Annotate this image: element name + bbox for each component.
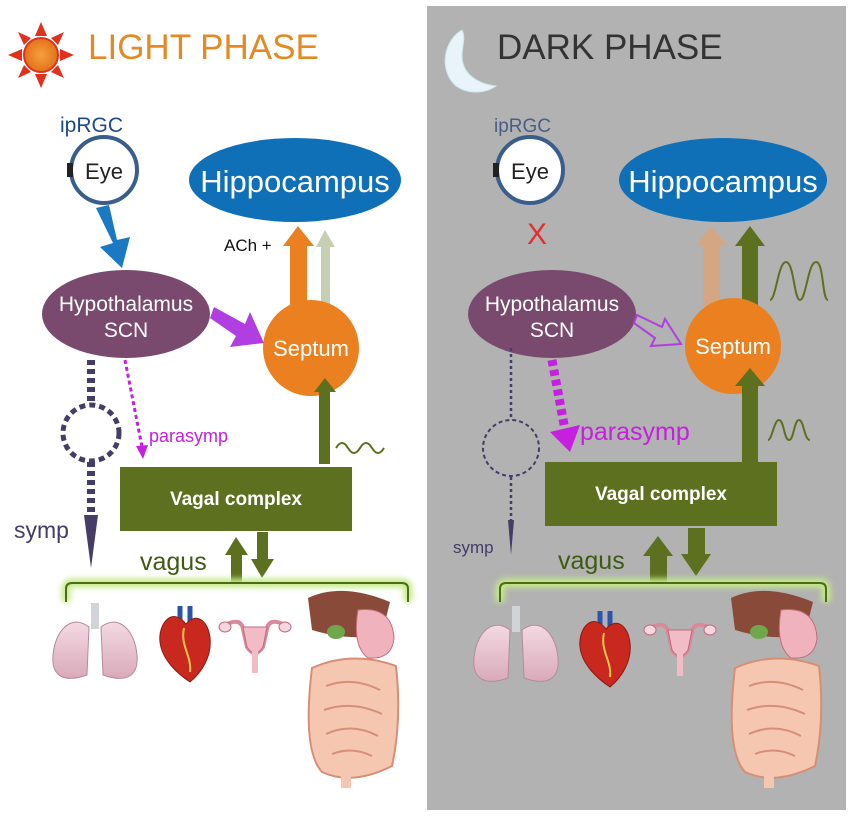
dark-hypothalamus-label: Hypothalamus	[485, 293, 619, 316]
heart-icon	[159, 606, 211, 683]
light-septum-to-hippocampus-arrow	[283, 226, 314, 310]
light-eye-icon	[67, 135, 139, 205]
dark-vagus-down-arrow	[681, 528, 711, 576]
dark-theta-arrow	[735, 226, 765, 307]
light-septum-label: Septum	[273, 336, 349, 361]
light-vagal-complex-node	[120, 467, 352, 531]
dark-vagal-complex-label: Vagal complex	[595, 484, 727, 505]
dark-septum-to-hippocampus-faint-arrow	[696, 226, 727, 307]
digestive-system-icon	[730, 590, 823, 788]
light-vagal-to-septum-arrow	[314, 378, 336, 464]
dark-hippocampus-node	[619, 138, 827, 222]
light-sympathetic-pathway	[60, 360, 122, 568]
light-iprgc-label: ipRGC	[60, 114, 123, 137]
light-parasymp-label: parasymp	[149, 426, 228, 446]
dark-vagus-label: vagus	[558, 547, 625, 575]
dark-vagal-to-septum-arrow	[735, 368, 765, 464]
dark-parasympathetic-pathway	[547, 359, 580, 452]
moon-icon	[444, 29, 498, 93]
light-septum-node	[263, 300, 359, 396]
dark-symp-label: symp	[453, 538, 494, 557]
uterus-icon	[218, 619, 292, 673]
light-parasympathetic-pathway	[123, 359, 148, 459]
dark-phase-title: DARK PHASE	[497, 28, 723, 67]
digestive-system-icon	[307, 590, 400, 788]
dark-eye-icon	[493, 135, 565, 205]
light-phase-title: LIGHT PHASE	[88, 28, 319, 67]
sun-icon	[8, 22, 74, 88]
dark-theta-wave-large	[769, 260, 829, 302]
dark-septum-label: Septum	[695, 334, 771, 359]
light-ach-label: ACh +	[224, 236, 272, 255]
dark-vagal-complex-node	[545, 462, 777, 526]
dark-light-blocked-mark: X	[527, 218, 547, 251]
light-symp-label: symp	[14, 517, 69, 543]
dark-scn-to-septum-hollow-arrow	[632, 313, 683, 348]
light-phase-panel: LIGHT PHASE ipRGC Eye Hippocampus ACh + …	[8, 22, 413, 788]
light-hippocampus-node	[189, 138, 401, 222]
dark-parasymp-label: parasymp	[580, 418, 690, 446]
dark-theta-wave-medium	[767, 418, 811, 442]
dark-eye-label: Eye	[511, 159, 549, 184]
light-hypothalamus-node	[42, 270, 210, 358]
light-scn-to-septum-arrow	[210, 307, 264, 347]
light-eye-label: Eye	[85, 159, 123, 184]
lungs-icon	[473, 606, 559, 682]
dark-hippocampus-label: Hippocampus	[628, 164, 818, 199]
light-eye-to-scn-arrow	[96, 205, 130, 268]
light-vagus-down-arrow	[251, 532, 274, 578]
dark-septum-node	[685, 298, 781, 394]
dark-hypothalamus-node	[468, 270, 636, 358]
dark-iprgc-label: ipRGC	[494, 116, 551, 137]
light-theta-faint-arrow	[316, 230, 335, 310]
light-vagal-complex-label: Vagal complex	[170, 489, 302, 510]
light-vagus-up-arrow	[225, 537, 248, 582]
uterus-icon	[643, 622, 717, 676]
dark-organ-bracket	[499, 582, 827, 602]
light-hypothalamus-label: Hypothalamus	[59, 293, 193, 316]
light-vagus-label: vagus	[140, 548, 207, 576]
dark-sympathetic-pathway	[482, 348, 540, 555]
heart-icon	[579, 611, 631, 688]
dark-vagus-up-arrow	[643, 536, 673, 582]
lungs-icon	[52, 603, 138, 679]
light-organ-bracket	[65, 582, 409, 602]
light-theta-wave-small	[335, 442, 385, 454]
light-scn-label: SCN	[104, 319, 148, 342]
dark-scn-label: SCN	[530, 319, 574, 342]
dark-phase-panel: DARK PHASE ipRGC Eye X Hippocampus Hypot…	[444, 28, 831, 788]
light-hippocampus-label: Hippocampus	[200, 164, 390, 199]
